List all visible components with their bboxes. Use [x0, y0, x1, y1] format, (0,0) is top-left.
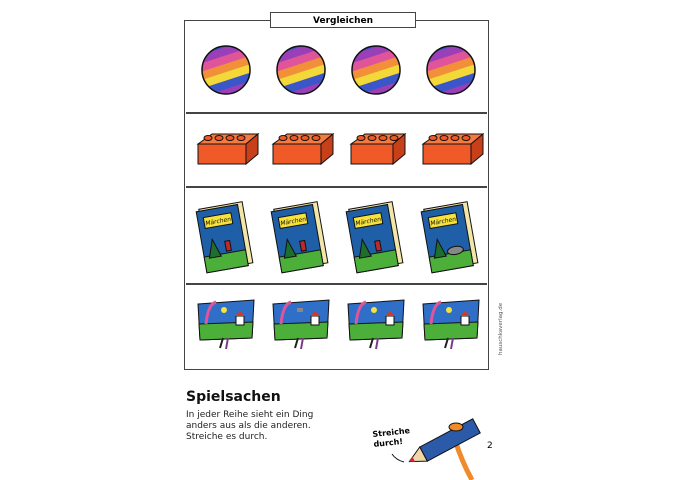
painting-image — [347, 299, 405, 350]
ball-image — [201, 45, 251, 95]
ball-image — [351, 45, 401, 95]
brick-image — [349, 132, 407, 166]
painting-image — [422, 299, 480, 350]
svg-text:Märchen: Märchen — [205, 216, 232, 227]
page-number: 2 — [487, 441, 493, 451]
painting-image — [197, 299, 255, 350]
row-divider — [186, 283, 487, 285]
section-heading: Spielsachen — [186, 389, 281, 405]
brick-image — [196, 132, 260, 166]
row-divider — [186, 186, 487, 188]
book-image: Märchen — [195, 201, 254, 274]
ball-image — [426, 45, 476, 95]
ball-image — [276, 45, 326, 95]
brick-image — [271, 132, 335, 166]
hint-text: Streiche durch! — [372, 426, 411, 450]
instruction-line: Streiche es durch. — [186, 432, 268, 442]
svg-text:Märchen: Märchen — [355, 216, 382, 227]
book-image: Märchen — [345, 201, 404, 274]
svg-text:Märchen: Märchen — [430, 216, 457, 227]
svg-text:Märchen: Märchen — [280, 216, 307, 227]
instruction-line: anders aus als die anderen. — [186, 421, 311, 431]
painting-image — [272, 299, 330, 350]
instruction-line: In jeder Reihe sieht ein Ding — [186, 410, 314, 420]
pencil-mascot-icon — [391, 418, 481, 480]
brick-image — [421, 132, 485, 166]
book-image: Märchen — [420, 201, 479, 274]
exercise-title: Vergleichen — [270, 12, 416, 28]
instructions: In jeder Reihe sieht ein Ding anders aus… — [186, 410, 356, 443]
row-divider — [186, 112, 487, 114]
book-image: Märchen — [270, 201, 329, 274]
